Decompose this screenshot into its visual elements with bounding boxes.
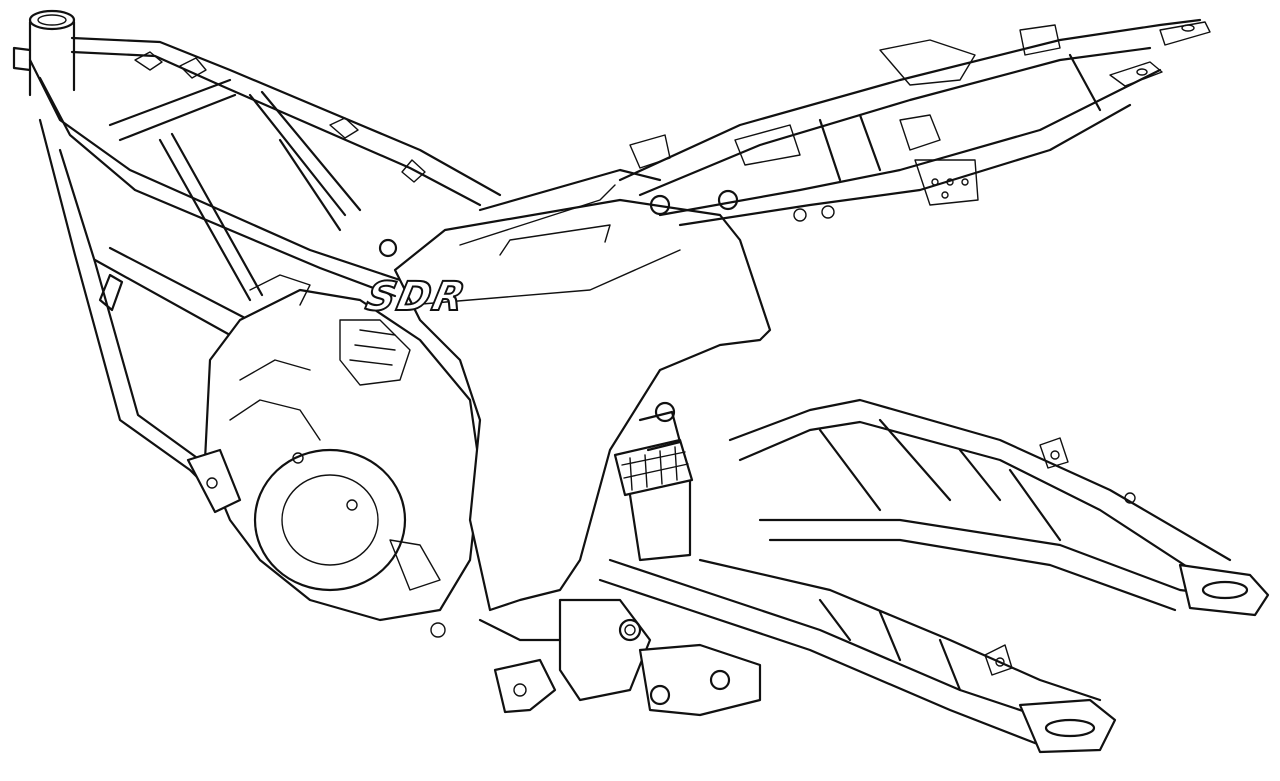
- rear-shock: [613, 401, 694, 562]
- sdr-logo-text: SDR: [362, 272, 471, 319]
- steering-head: [12, 9, 76, 97]
- swingarm: [598, 398, 1270, 754]
- front-lower-bracket: [186, 448, 242, 514]
- pivot-brackets: [478, 598, 762, 717]
- rear-subframe: [618, 18, 1211, 227]
- center-panel: SDR: [361, 168, 772, 612]
- upper-frame-tubes: [28, 36, 502, 302]
